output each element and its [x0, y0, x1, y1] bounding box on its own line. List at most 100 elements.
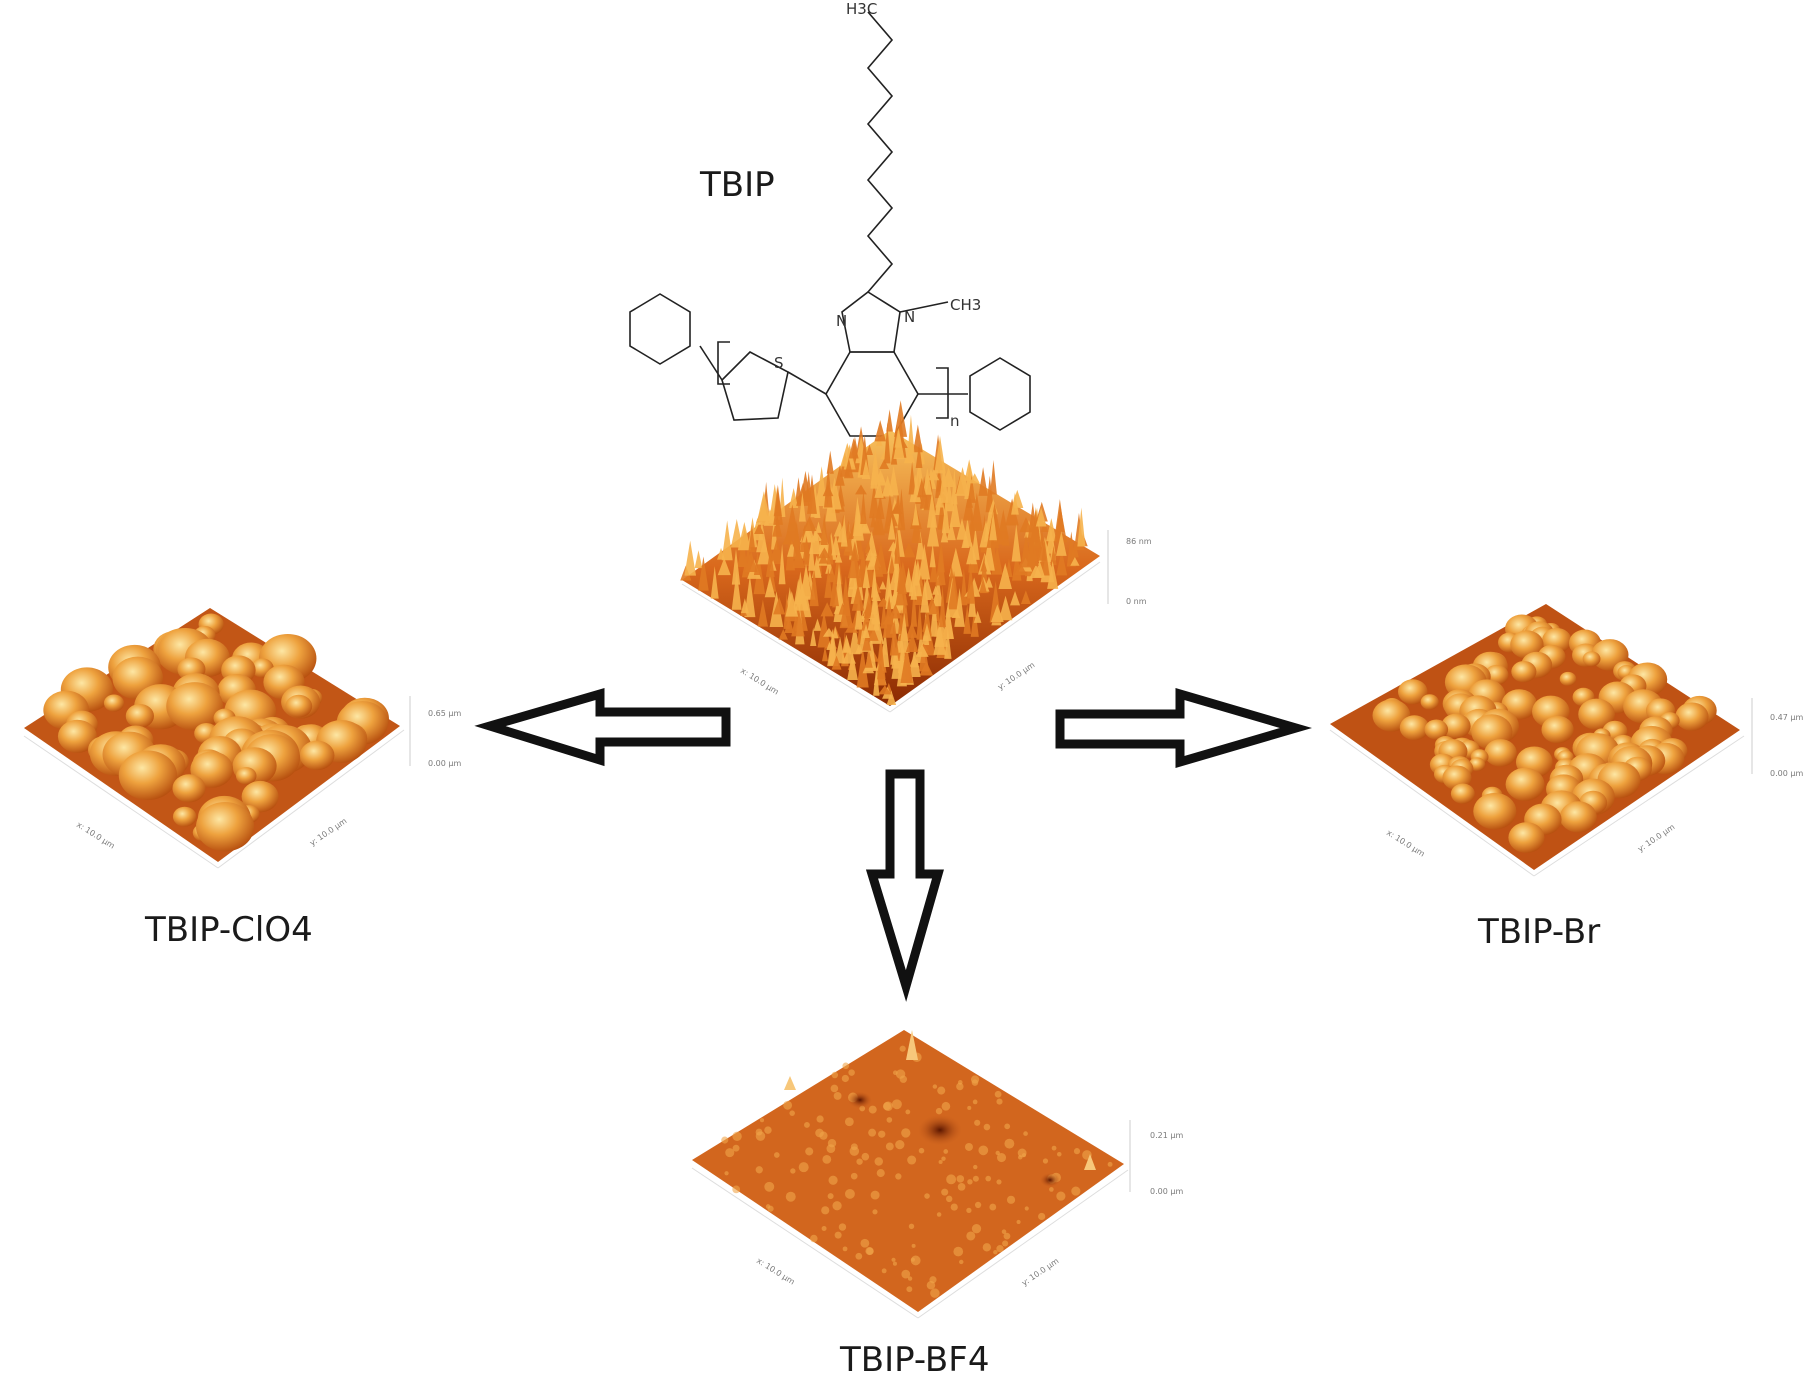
afm-spike — [917, 477, 927, 498]
afm-grain — [755, 1131, 766, 1141]
afm-spike — [985, 576, 993, 588]
afm-spike — [903, 445, 916, 464]
afm-spike — [963, 604, 971, 634]
afm-grain — [956, 1175, 965, 1183]
afm-grain — [821, 1206, 830, 1215]
afm-grain — [1002, 1240, 1009, 1247]
afm-spike — [852, 496, 863, 537]
afm-grain — [838, 1223, 847, 1231]
afm-grain — [190, 751, 234, 788]
afm-spike — [757, 538, 771, 565]
afm-spike — [773, 597, 786, 615]
afm-grain — [856, 1158, 863, 1165]
afm-grain — [1582, 651, 1601, 667]
afm-spike — [970, 492, 983, 531]
afm-spike — [879, 581, 887, 590]
afm-spike — [773, 491, 783, 525]
afm-spike — [948, 570, 960, 610]
afm-grain — [907, 1155, 917, 1165]
afm-spike — [912, 503, 920, 526]
afm-grain — [118, 750, 178, 801]
afm-grain — [1397, 679, 1428, 705]
afm-left-yaxis: y: 10.0 µm — [308, 816, 349, 847]
afm-spike — [888, 604, 902, 619]
afm-spike — [826, 450, 834, 474]
afm-spike — [808, 536, 815, 571]
afm-pit — [918, 1114, 962, 1146]
afm-spike — [694, 550, 703, 569]
afm-grain — [725, 1148, 735, 1158]
afm-spike — [887, 516, 896, 540]
afm-spike — [813, 618, 822, 631]
afm-grain — [844, 1188, 855, 1199]
afm-spike — [933, 621, 946, 655]
afm-grain — [1023, 1131, 1028, 1136]
afm-grain — [850, 1172, 858, 1180]
afm-grain — [938, 1159, 943, 1165]
n2-label: N — [904, 308, 915, 326]
afm-spike — [717, 557, 731, 576]
afm-pit — [1040, 1173, 1060, 1187]
afm-grain — [1424, 719, 1449, 740]
afm-spike — [798, 492, 806, 522]
afm-spike — [792, 545, 805, 568]
afm-left-xaxis: x: 10.0 µm — [75, 820, 117, 851]
afm-grain — [1559, 671, 1577, 686]
afm-spike — [888, 555, 896, 574]
imidazole-ring — [841, 291, 901, 353]
afm-grain — [892, 1261, 897, 1266]
afm-spike — [778, 629, 788, 640]
afm-spike — [710, 566, 719, 599]
afm-grain — [964, 1142, 973, 1151]
afm-spike — [818, 552, 829, 564]
afm-spike — [900, 645, 914, 683]
label-tbip-clo4: TBIP-ClO4 — [145, 910, 313, 950]
afm-grain — [1016, 1219, 1021, 1225]
afm-spike — [888, 465, 899, 496]
afm-grain — [732, 1131, 742, 1142]
afm-grain — [967, 1179, 973, 1185]
afm-grain — [1024, 1206, 1029, 1211]
afm-spike — [939, 462, 949, 503]
afm-spike — [980, 559, 988, 572]
afm-spike — [1014, 562, 1027, 576]
afm-spike — [769, 538, 784, 565]
afm-spike — [922, 467, 933, 495]
ch3-top-label: H3C — [846, 0, 877, 18]
afm-spike — [821, 646, 829, 662]
afm-spike — [867, 601, 880, 631]
afm-grain — [937, 1086, 946, 1095]
afm-grain — [827, 1138, 837, 1148]
chemical-structure — [629, 11, 1031, 437]
afm-center-spikes — [680, 400, 1088, 706]
afm-spike — [721, 520, 733, 561]
afm-grain — [1003, 1232, 1011, 1240]
afm-grain — [724, 1171, 729, 1176]
afm-grain — [166, 682, 224, 731]
afm-grain — [849, 1146, 860, 1156]
afm-spike — [834, 636, 846, 664]
afm-grain — [929, 1276, 937, 1284]
afm-grain — [103, 694, 125, 712]
afm-grain — [908, 1223, 915, 1230]
afm-spike — [856, 646, 869, 688]
afm-grain — [905, 1109, 911, 1115]
afm-grain — [974, 1201, 982, 1209]
afm-grain — [828, 1175, 838, 1185]
afm-grain — [994, 1090, 1002, 1098]
afm-spike — [927, 512, 940, 547]
afm-grain — [241, 780, 279, 813]
afm-spike — [782, 530, 795, 545]
afm-spike — [879, 459, 890, 470]
afm-grain — [789, 1110, 795, 1116]
afm-spike — [1030, 523, 1040, 532]
afm-spike — [998, 562, 1012, 590]
afm-grain — [874, 1157, 884, 1166]
afm-grain — [1071, 1186, 1081, 1196]
afm-spike — [833, 549, 843, 585]
afm-grain — [1107, 1161, 1113, 1167]
afm-spike — [1037, 527, 1047, 561]
afm-grain — [941, 1156, 946, 1161]
afm-spike — [778, 544, 786, 585]
afm-spike — [847, 651, 858, 681]
